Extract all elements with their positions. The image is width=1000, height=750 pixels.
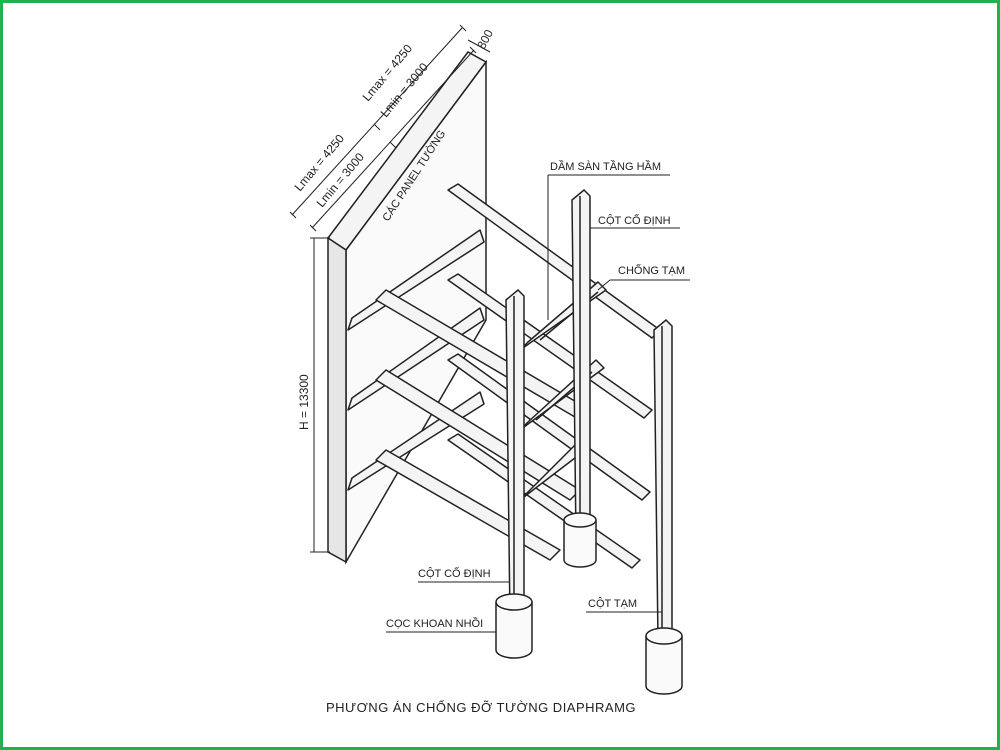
- callout-temporary-column: CỘT TẠM: [588, 597, 637, 610]
- temporary-column: [653, 318, 673, 641]
- bored-pile-right: [645, 627, 683, 695]
- dimension-lines: [289, 24, 491, 553]
- callout-temporary-strut: CHỐNG TẠM: [618, 263, 685, 277]
- diagram-caption: PHƯƠNG ÁN CHỐNG ĐỠ TƯỜNG DIAPHRAMG: [326, 700, 636, 715]
- bored-pile-front: [495, 593, 533, 659]
- fixed-column-back: [571, 188, 591, 541]
- callout-fixed-column-bottom: CỘT CỐ ĐỊNH: [418, 566, 491, 580]
- callout-bored-pile: CỌC KHOAN NHỒI: [386, 617, 483, 630]
- callout-basement-beam: DẦM SÀN TẦNG HẦM: [550, 160, 661, 173]
- dimension-height: H = 13300: [297, 374, 311, 430]
- callout-leaders: [386, 174, 690, 633]
- fixed-column-front: [505, 288, 525, 621]
- dimension-wall-thickness: 800: [474, 27, 496, 52]
- callout-fixed-column-top: CỘT CỐ ĐỊNH: [598, 213, 671, 227]
- bored-pile-back: [563, 512, 597, 568]
